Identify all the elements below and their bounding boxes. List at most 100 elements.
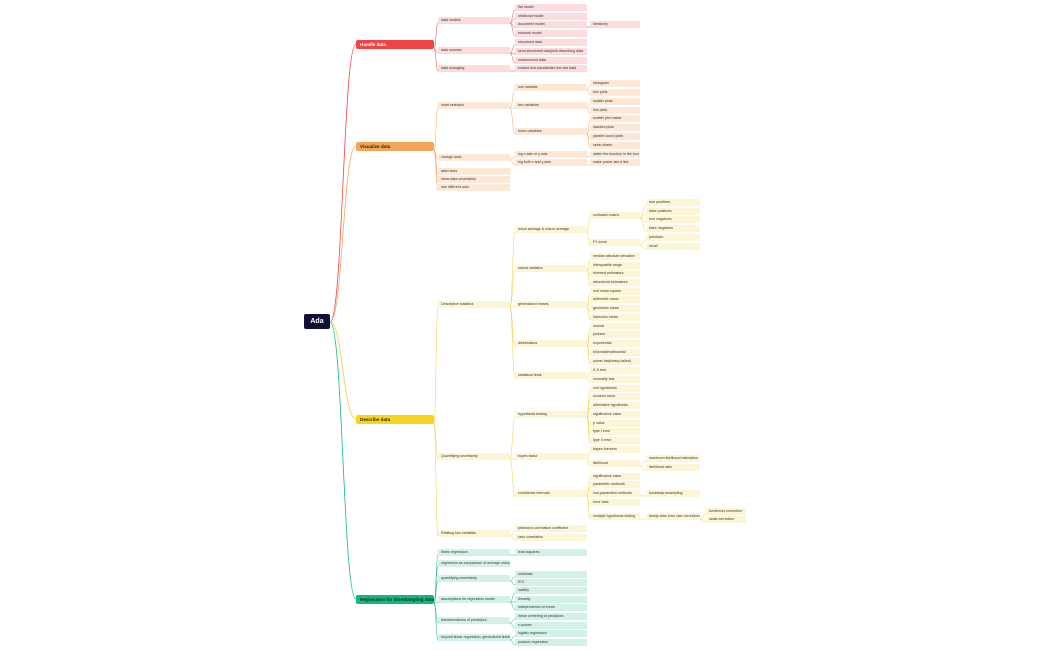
node-true-negatives[interactable]: true negatives [646,216,700,222]
node-flat-model[interactable]: flat model [515,4,587,10]
node-scatter-plots[interactable]: scatter plots [590,98,640,104]
node-transformations-of-predictors[interactable]: transformations of predictors [438,617,510,623]
node-maximum-likelihood-estimation[interactable]: maximum likelihood estimation [646,455,700,461]
root-node[interactable]: Ada [304,314,330,329]
node-recall[interactable]: recall [646,243,700,249]
node-micro-average-macro-average[interactable]: micro average & macro average [515,226,587,232]
node-extract-and-standardize-the-raw-data[interactable]: extract and standardize the raw data [515,65,587,71]
node-linear-regression[interactable]: linear regression [438,549,510,555]
node-median-absolute-deviation[interactable]: median absolute deviation [590,253,640,259]
node-beyond-linear-regression-generalized-lin[interactable]: beyond linear regression: generalized li… [438,634,510,640]
node-hypothesis-testing[interactable]: hypothesis testing [515,411,587,417]
node-robust-statistics[interactable]: robust statistics [515,265,587,271]
branch-visualize-data[interactable]: Visualize data [356,141,434,151]
node-quantifying-uncertainty[interactable]: Quantifying uncertainty [438,453,510,459]
node-occam-s-razor[interactable]: occam's razor [590,393,640,399]
node-interquartile-range[interactable]: interquartile range [590,262,640,268]
node-binomial-multinomial[interactable]: binomial/multinomial [590,349,640,355]
node-more-variables[interactable]: more variables [515,128,587,134]
node-z-scores[interactable]: z-scores [515,622,587,628]
node-bootstrap-resampling[interactable]: bootstrap resampling [646,490,700,496]
node-harmonic-mean[interactable]: harmonic mean [590,314,640,320]
node-assumptions-for-regression-model[interactable]: assumptions for regression model [438,596,510,602]
node-two-variables[interactable]: two variables [515,102,587,108]
node-hierarchy[interactable]: hierarchy [590,21,640,27]
node-non-parametric-methods[interactable]: non-parametric methods [590,490,640,496]
node-type-ii-error[interactable]: type II error [590,437,640,443]
node-box-plots[interactable]: box plots [590,89,640,95]
node-use-different-color[interactable]: use different color [438,184,510,190]
node-bayes-theorem[interactable]: bayes theorem [590,446,640,452]
node-significance-value[interactable]: significance value [590,411,640,417]
node-descriptive-statistics[interactable]: Descriptive statistics [438,301,510,307]
node-independence-of-errors[interactable]: independence of errors [515,604,587,610]
node-regression-as-comparison-of-average-outc[interactable]: regression as comparison of average outc… [438,560,510,566]
node-likelihood-ratio[interactable]: likelihood ratio [646,464,700,470]
node-k-s-test[interactable]: K-S test [590,367,640,373]
node-f1-score[interactable]: F1 score [590,239,640,245]
node-least-squares[interactable]: least squares [515,549,587,555]
node-structured-data[interactable]: structured data [515,39,587,45]
node-change-axes[interactable]: change axes [438,154,510,160]
node-poisson-regression[interactable]: poisson regression [515,639,587,645]
node-arithmetic-mean[interactable]: arithmetic mean [590,296,640,302]
node-confidence-intervals[interactable]: confidence intervals [515,490,587,496]
node-mean-centering-of-predictors[interactable]: mean centering of predictors [515,613,587,619]
node-winsorized-estimators[interactable]: winsorized estimators [590,279,640,285]
node-significance-value[interactable]: significance value [590,473,640,479]
node-log-x-axis-or-y-axis[interactable]: log x axis or y axis [515,151,587,157]
node-null-hypothesis[interactable]: null hypothesis [590,385,640,391]
node-radar-charts[interactable]: radar charts [590,142,640,148]
node-stacked-plots[interactable]: stacked plots [590,124,640,130]
node-bayes-factor[interactable]: bayes factor [515,453,587,459]
node-validity[interactable]: validity [515,587,587,593]
node-geometric-mean[interactable]: geometric mean [590,305,640,311]
node-error-bars[interactable]: error bars [590,499,640,505]
node-likelihood[interactable]: likelihood [590,460,640,466]
node-parametric-methods[interactable]: parametric methods [590,481,640,487]
node-trimmed-estimators[interactable]: trimmed estimators [590,270,640,276]
node-data-wrangling[interactable]: data wrangling [438,65,510,71]
node-false-negatives[interactable]: false negatives [646,225,700,231]
node-statistical-tests[interactable]: statistical tests [515,372,587,378]
node-semi-structured-data-self-describing-dat[interactable]: semi-structured data(self-describing dat… [515,48,587,54]
node-scatter-plot-matrix[interactable]: scatter plot matrix [590,115,640,121]
node-data-models[interactable]: data models [438,17,510,23]
node-p-value[interactable]: p value [590,420,640,426]
node-precision[interactable]: precision [646,234,700,240]
node-distributions[interactable]: distributions [515,340,587,346]
node-quantifying-uncertainty[interactable]: quantifying uncertainty [438,575,510,581]
node-line-plots[interactable]: line plots [590,107,640,113]
node-unstructured-data[interactable]: unstructured data [515,57,587,63]
node-linearity[interactable]: linearity [515,596,587,602]
node-alternative-hypothesis[interactable]: alternative hypothesis [590,402,640,408]
branch-handle-data[interactable]: Handle data [356,39,434,49]
node-chart-selection[interactable]: chart selection [438,102,510,108]
node-data-sources[interactable]: data sources [438,47,510,53]
node-root-mean-square[interactable]: root mean square [590,288,640,294]
node-exponential[interactable]: exponential [590,340,640,346]
node-pearson-s-correlation-coefficient[interactable]: pearson's correlation coefficient [515,525,587,531]
node-one-variable[interactable]: one variable [515,84,587,90]
node-label-axes[interactable]: label axes [438,168,510,174]
node-log-both-x-and-y-axis[interactable]: log both x and y axis [515,159,587,165]
node-relational-model[interactable]: relational model [515,13,587,19]
node-rank-correlation[interactable]: rank correlation [515,534,587,540]
node-normality-test[interactable]: normality test [590,376,640,382]
node-parallel-coord-plots[interactable]: parallel coord plots [590,133,640,139]
node-histogram[interactable]: histogram [590,80,640,86]
branch-describe-data[interactable]: Describe data [356,414,434,424]
node-widen-the-function-in-the-tool[interactable]: widen the function in the tool [590,151,640,157]
node-type-i-error[interactable]: type I error [590,428,640,434]
node-false-positives[interactable]: false positives [646,208,700,214]
node-document-model[interactable]: document model [515,21,587,27]
node-r-2[interactable]: R^2 [515,579,587,585]
node-confusion-matrix[interactable]: confusion matrix [590,212,640,218]
node-power-law-heavy-tailed[interactable]: power law(heavy-tailed) [590,358,640,364]
node-relating-two-variables[interactable]: Relating two variables [438,530,510,536]
node-normal[interactable]: normal [590,323,640,329]
node-logistic-regression[interactable]: logistic regression [515,630,587,636]
node-residuals[interactable]: residuals [515,571,587,577]
node-generalized-means[interactable]: generalized means [515,301,587,307]
node-sidak-correction[interactable]: sidak correction [706,516,746,522]
